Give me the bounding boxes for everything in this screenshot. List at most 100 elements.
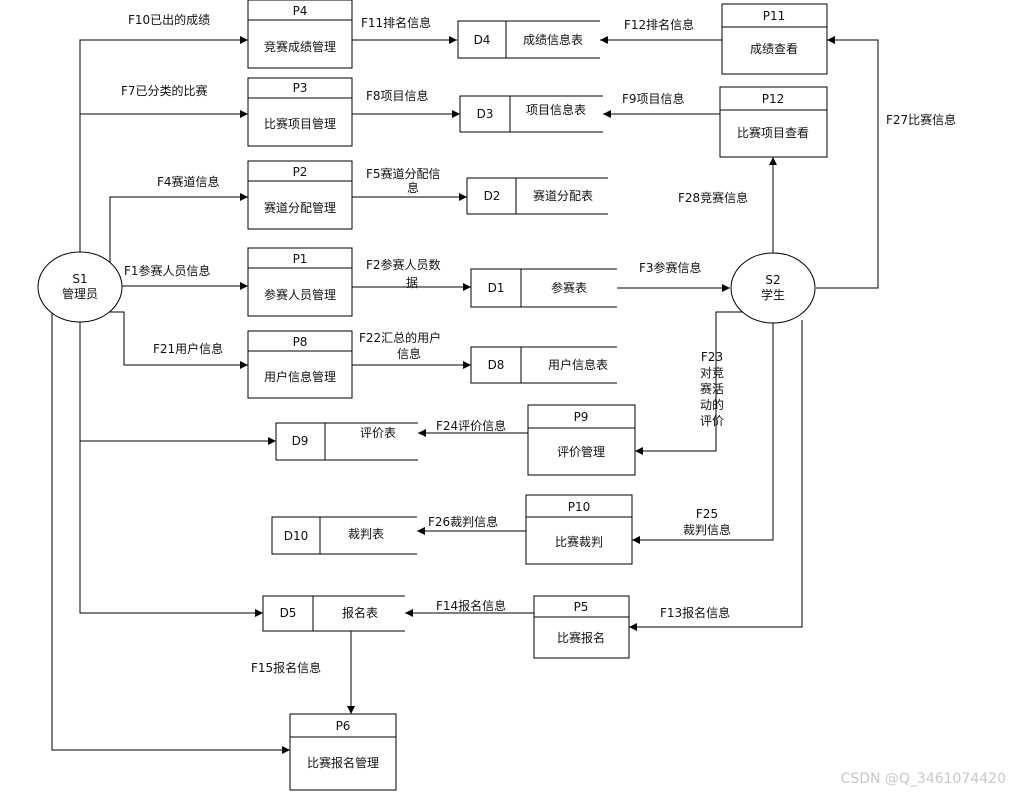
entity-s2: S2 学生 bbox=[730, 252, 816, 324]
store-name: 参赛表 bbox=[551, 280, 587, 295]
flow-label-f28: F28竞赛信息 bbox=[678, 190, 748, 205]
store-d3: D3 项目信息表 bbox=[459, 95, 603, 133]
flow-label-f2-line2: 据 bbox=[406, 276, 418, 290]
entity-s1: S1 管理员 bbox=[37, 251, 123, 323]
flow-label-f14: F14报名信息 bbox=[436, 598, 506, 613]
process-name: 赛道分配管理 bbox=[264, 200, 336, 215]
process-name: 评价管理 bbox=[557, 444, 605, 459]
store-id: D3 bbox=[477, 107, 494, 121]
store-id: D4 bbox=[474, 33, 491, 47]
store-id: D10 bbox=[284, 529, 309, 543]
flow-label-f2-line1: F2参赛人员数 bbox=[366, 257, 441, 272]
process-p5: P5 比赛报名 bbox=[533, 595, 630, 659]
flow-label-f22-line2: 信息 bbox=[397, 346, 421, 361]
process-id: P12 bbox=[762, 92, 785, 106]
store-id: D8 bbox=[488, 358, 505, 372]
flow-line-f27 bbox=[816, 36, 879, 289]
process-name: 比赛项目管理 bbox=[264, 116, 336, 131]
entity-id: S2 bbox=[765, 273, 780, 287]
flow-label-f1: F1参赛人员信息 bbox=[124, 263, 211, 278]
process-id: P5 bbox=[574, 600, 589, 614]
flow-line-f4 bbox=[109, 193, 248, 265]
store-d1: D1 参赛表 bbox=[470, 268, 617, 308]
process-p4: P4 竞赛成绩管理 bbox=[247, 0, 353, 69]
flow-line-s1-d9 bbox=[79, 320, 276, 445]
flow-label-f27: F27比赛信息 bbox=[886, 112, 956, 127]
flow-label-f5-line2: 息 bbox=[407, 180, 419, 195]
store-d5: D5 报名表 bbox=[262, 595, 405, 632]
process-name: 参赛人员管理 bbox=[264, 287, 336, 302]
store-name: 裁判表 bbox=[348, 527, 384, 541]
flow-label-f10: F10已出的成绩 bbox=[128, 12, 210, 27]
process-id: P8 bbox=[293, 335, 308, 349]
store-d4: D4 成绩信息表 bbox=[457, 20, 600, 59]
flow-label-f15: F15报名信息 bbox=[251, 660, 321, 675]
entity-id: S1 bbox=[72, 272, 87, 286]
flow-line-f7 bbox=[79, 110, 248, 254]
flow-line-f25 bbox=[632, 322, 774, 544]
process-p11: P11 成绩查看 bbox=[721, 3, 828, 75]
store-id: D9 bbox=[292, 434, 309, 448]
store-name: 赛道分配表 bbox=[533, 188, 593, 203]
process-p9: P9 评价管理 bbox=[527, 404, 636, 476]
flow-label-f7: F7已分类的比赛 bbox=[121, 83, 208, 98]
flow-labels: F10已出的成绩 F11排名信息 F12排名信息 F7已分类的比赛 F8项目信息… bbox=[121, 12, 956, 675]
store-name: 评价表 bbox=[360, 426, 396, 440]
store-id: D1 bbox=[488, 281, 505, 295]
flow-label-f23-line2: 对竞 bbox=[700, 366, 724, 380]
flow-label-f26: F26裁判信息 bbox=[428, 514, 498, 529]
process-id: P10 bbox=[568, 500, 591, 514]
flow-label-f23-line5: 评价 bbox=[700, 414, 724, 428]
entity-name: 管理员 bbox=[62, 286, 98, 301]
entity-name: 学生 bbox=[761, 287, 785, 302]
watermark: CSDN @Q_3461074420 bbox=[841, 771, 1006, 787]
flow-label-f3: F3参赛信息 bbox=[639, 260, 702, 275]
flow-label-f13: F13报名信息 bbox=[660, 605, 730, 620]
store-name: 成绩信息表 bbox=[523, 32, 583, 47]
process-p1: P1 参赛人员管理 bbox=[247, 247, 353, 317]
flow-label-f5-line1: F5赛道分配信 bbox=[366, 166, 441, 181]
process-p2: P2 赛道分配管理 bbox=[247, 160, 353, 230]
store-id: D5 bbox=[280, 606, 297, 620]
process-name: 用户信息管理 bbox=[264, 369, 336, 384]
store-d9: D9 评价表 bbox=[275, 422, 418, 461]
process-p6: P6 比赛报名管理 bbox=[289, 713, 397, 791]
store-name: 项目信息表 bbox=[526, 102, 586, 117]
flow-line-f21 bbox=[110, 311, 248, 369]
store-name: 用户信息表 bbox=[548, 357, 608, 372]
store-d10: D10 裁判表 bbox=[271, 516, 417, 555]
flow-line-f10 bbox=[79, 36, 248, 254]
process-id: P6 bbox=[336, 719, 351, 733]
flow-label-f23-line3: 赛活 bbox=[700, 381, 724, 396]
store-d2: D2 赛道分配表 bbox=[466, 177, 608, 215]
process-id: P9 bbox=[574, 410, 589, 424]
process-id: P4 bbox=[293, 4, 308, 18]
process-id: P1 bbox=[293, 252, 308, 266]
flow-line-f23 bbox=[635, 311, 745, 455]
flow-line-f13 bbox=[629, 320, 803, 631]
flow-label-f12: F12排名信息 bbox=[624, 17, 694, 32]
flow-line-s1-p6 bbox=[51, 270, 290, 754]
flow-label-f25-line1: F25 bbox=[696, 507, 718, 521]
flow-lines bbox=[51, 36, 879, 754]
process-name: 比赛报名管理 bbox=[307, 755, 379, 770]
flow-line-s1-d5 bbox=[79, 320, 263, 617]
process-p10: P10 比赛裁判 bbox=[525, 494, 633, 565]
flow-label-f24: F24评价信息 bbox=[436, 418, 506, 433]
store-name: 报名表 bbox=[342, 605, 378, 620]
process-p3: P3 比赛项目管理 bbox=[247, 77, 353, 147]
flow-label-f22-line1: F22汇总的用户 bbox=[359, 330, 441, 345]
process-name: 成绩查看 bbox=[750, 42, 798, 56]
process-name: 比赛裁判 bbox=[555, 534, 603, 549]
flow-label-f9: F9项目信息 bbox=[622, 91, 685, 106]
flow-label-f8: F8项目信息 bbox=[366, 88, 429, 103]
store-d8: D8 用户信息表 bbox=[470, 346, 617, 384]
process-p12: P12 比赛项目查看 bbox=[719, 86, 828, 158]
process-name: 比赛项目查看 bbox=[737, 125, 809, 140]
process-name: 比赛报名 bbox=[557, 630, 605, 645]
process-name: 竞赛成绩管理 bbox=[264, 39, 336, 54]
flow-label-f23-line1: F23 bbox=[701, 350, 723, 364]
store-id: D2 bbox=[484, 189, 501, 203]
